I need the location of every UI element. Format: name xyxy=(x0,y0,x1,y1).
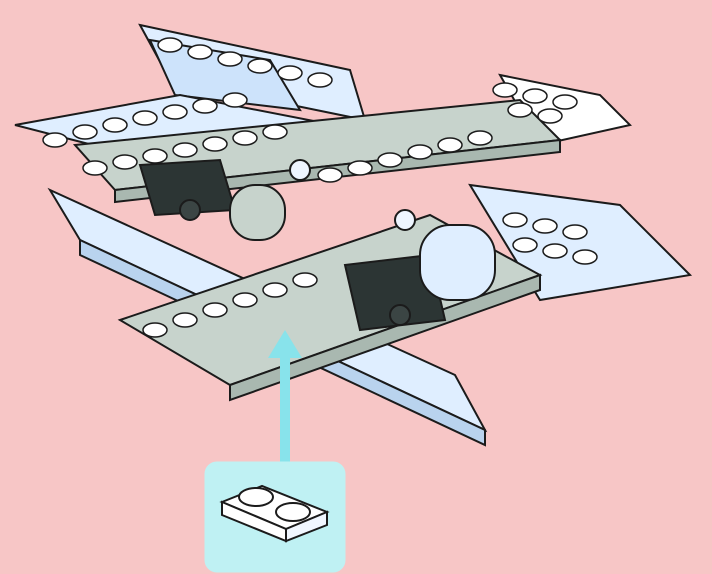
stud-23 xyxy=(233,293,257,307)
stud-41 xyxy=(278,66,302,80)
stud-32 xyxy=(533,219,557,233)
airplane-model xyxy=(15,25,690,445)
stud-42 xyxy=(308,73,332,87)
stud-36 xyxy=(573,250,597,264)
stud-19 xyxy=(468,131,492,145)
stud-22 xyxy=(203,303,227,317)
stud-31 xyxy=(503,213,527,227)
stud-30 xyxy=(538,109,562,123)
stud-8 xyxy=(113,155,137,169)
stud-14 xyxy=(318,168,342,182)
stud-6 xyxy=(223,93,247,107)
stud-38 xyxy=(188,45,212,59)
stud-3 xyxy=(133,111,157,125)
stud-13 xyxy=(263,125,287,139)
stud-7 xyxy=(83,161,107,175)
stud-37 xyxy=(158,38,182,52)
stud-20 xyxy=(143,323,167,337)
stud-29 xyxy=(508,103,532,117)
stud-25 xyxy=(293,273,317,287)
stud-39 xyxy=(218,52,242,66)
stud-17 xyxy=(408,145,432,159)
stud-33 xyxy=(563,225,587,239)
stud-5 xyxy=(193,99,217,113)
stud-18 xyxy=(438,138,462,152)
stud-10 xyxy=(173,143,197,157)
stud-40 xyxy=(248,59,272,73)
stud-26 xyxy=(493,83,517,97)
stud-24 xyxy=(263,283,287,297)
stud-4 xyxy=(163,105,187,119)
stud-35 xyxy=(543,244,567,258)
stud-12 xyxy=(233,131,257,145)
stud-15 xyxy=(348,161,372,175)
stud-27 xyxy=(523,89,547,103)
stud-9 xyxy=(143,149,167,163)
stud-11 xyxy=(203,137,227,151)
stud-2 xyxy=(103,118,127,132)
dark-bricks-left xyxy=(140,160,235,220)
stud-16 xyxy=(378,153,402,167)
stud-1 xyxy=(73,125,97,139)
stud-34 xyxy=(513,238,537,252)
stud-21 xyxy=(173,313,197,327)
stud-0 xyxy=(43,133,67,147)
stud-28 xyxy=(553,95,577,109)
